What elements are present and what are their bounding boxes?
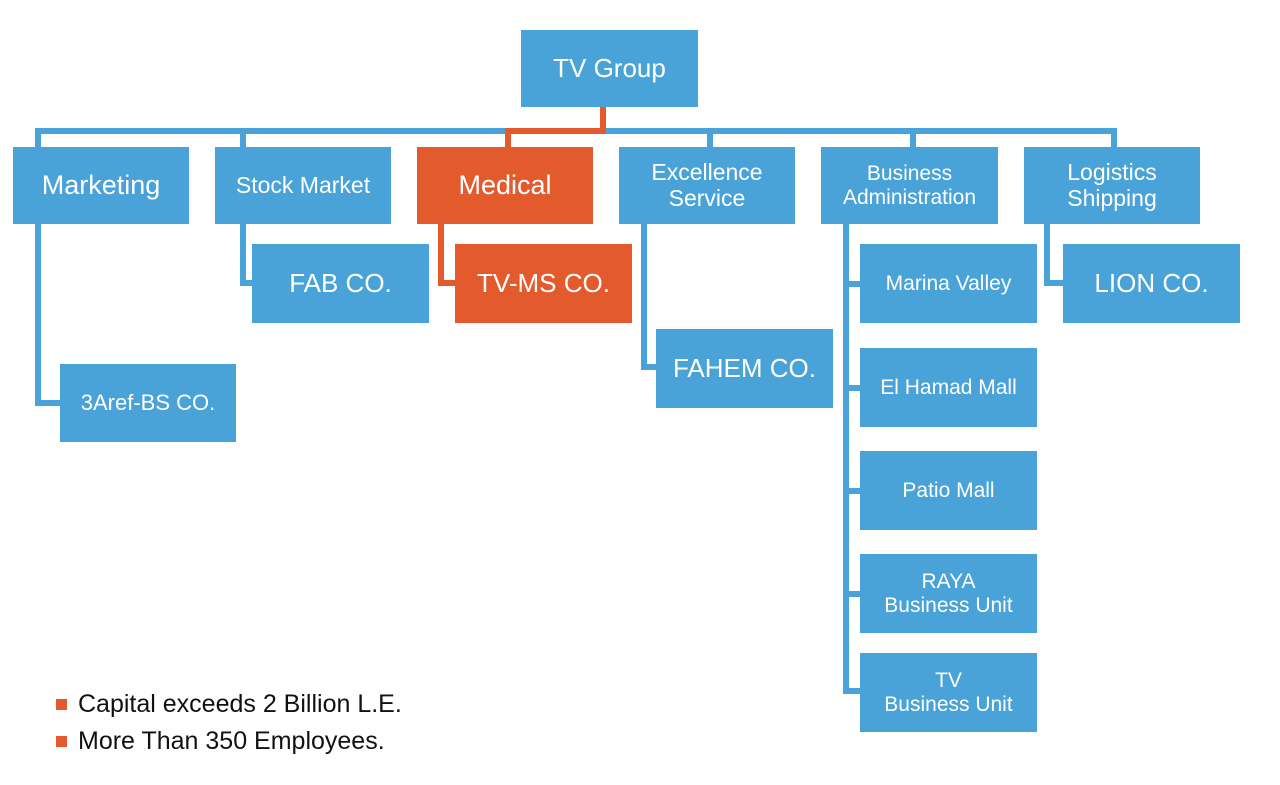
connector-drop-marketing: [35, 128, 41, 148]
company-patio-mall: Patio Mall: [860, 451, 1037, 530]
note-capital: Capital exceeds 2 Billion L.E.: [78, 690, 402, 718]
connector-drop-stock-market: [240, 128, 246, 148]
connector-root-drop: [600, 106, 606, 134]
connector-excellence-elbow: [641, 364, 659, 370]
division-excellence-service: Excellence Service: [619, 147, 795, 224]
notes-list: Capital exceeds 2 Billion L.E. More Than…: [56, 686, 402, 760]
connector-elbow-el-hamad-mall: [843, 385, 863, 391]
connector-drop-logistics-shipping: [1111, 128, 1117, 148]
company-lion: LION CO.: [1063, 244, 1240, 323]
note-item: Capital exceeds 2 Billion L.E.: [56, 686, 402, 723]
connector-elbow-patio-mall: [843, 488, 863, 494]
company-tv-business-unit: TV Business Unit: [860, 653, 1037, 732]
square-bullet-icon: [56, 736, 67, 747]
connector-logistics-elbow: [1044, 280, 1066, 286]
note-employees: More Than 350 Employees.: [78, 727, 385, 755]
connector-marketing-vertical: [35, 222, 41, 406]
connector-excellence-vertical: [641, 222, 647, 370]
note-item: More Than 350 Employees.: [56, 723, 402, 760]
root-node: TV Group: [521, 30, 698, 107]
connector-root-to-medical: [505, 128, 606, 134]
connector-medical-vertical: [438, 222, 444, 286]
division-stock-market: Stock Market: [215, 147, 391, 224]
connector-drop-medical: [505, 128, 511, 148]
connector-elbow-marina-valley: [843, 281, 863, 287]
connector-stock-market-elbow: [240, 280, 254, 286]
company-el-hamad-mall: El Hamad Mall: [860, 348, 1037, 427]
connector-marketing-elbow: [35, 400, 63, 406]
division-logistics-shipping: Logistics Shipping: [1024, 147, 1200, 224]
division-medical: Medical: [417, 147, 593, 224]
company-tv-ms: TV-MS CO.: [455, 244, 632, 323]
connector-stock-market-vertical: [240, 222, 246, 286]
company-fahem: FAHEM CO.: [656, 329, 833, 408]
division-marketing: Marketing: [13, 147, 189, 224]
connector-drop-business-administration: [910, 128, 916, 148]
company-3aref-bs: 3Aref-BS CO.: [60, 364, 236, 442]
connector-business-administration-vertical: [843, 222, 849, 694]
division-business-administration: Business Administration: [821, 147, 998, 224]
square-bullet-icon: [56, 699, 67, 710]
connector-elbow-tv-business-unit: [843, 688, 863, 694]
company-raya-business-unit: RAYA Business Unit: [860, 554, 1037, 633]
company-marina-valley: Marina Valley: [860, 244, 1037, 323]
company-fab: FAB CO.: [252, 244, 429, 323]
connector-elbow-raya-business-unit: [843, 591, 863, 597]
connector-drop-excellence-service: [707, 128, 713, 148]
connector-logistics-vertical: [1044, 222, 1050, 286]
connector-medical-elbow: [438, 280, 458, 286]
